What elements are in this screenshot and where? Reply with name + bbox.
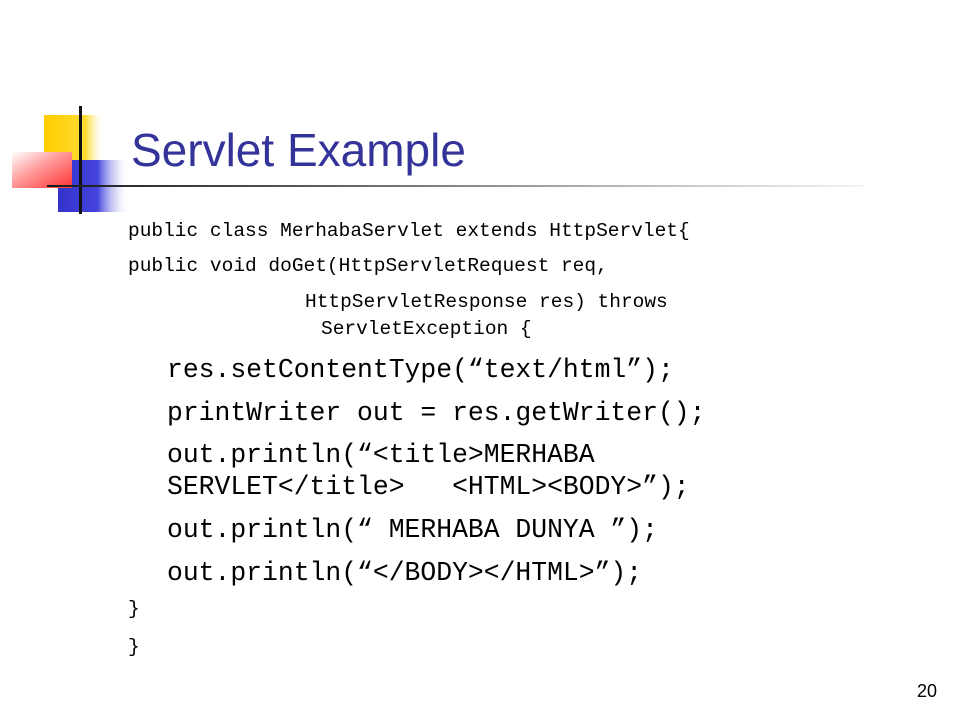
- code-line-get-writer: printWriter out = res.getWriter();: [167, 398, 706, 428]
- logo-red-square: [12, 152, 72, 188]
- code-line-method-signature: public void doGet(HttpServletRequest req…: [128, 255, 608, 277]
- page-number: 20: [916, 681, 937, 701]
- slide-logo: [12, 106, 130, 214]
- logo-vertical-line: [79, 106, 82, 214]
- code-line-method-params: HttpServletResponse res) throws: [305, 291, 668, 313]
- code-line-println-body: out.println(“ MERHABA DUNYA ”);: [167, 515, 658, 545]
- title-underline: [47, 185, 864, 187]
- code-line-close-method: }: [128, 598, 140, 620]
- code-line-throws-clause: ServletException {: [321, 318, 532, 340]
- slide-title: Servlet Example: [131, 124, 466, 176]
- code-line-println-title-cont: SERVLET</title> <HTML><BODY>”);: [167, 472, 690, 502]
- code-line-class-declaration: public class MerhabaServlet extends Http…: [128, 220, 690, 242]
- code-line-set-content-type: res.setContentType(“text/html”);: [167, 355, 674, 385]
- code-line-close-class: }: [128, 636, 140, 658]
- code-line-println-close: out.println(“</BODY></HTML>”);: [167, 558, 643, 588]
- code-line-println-title: out.println(“<title>MERHABA: [167, 440, 595, 470]
